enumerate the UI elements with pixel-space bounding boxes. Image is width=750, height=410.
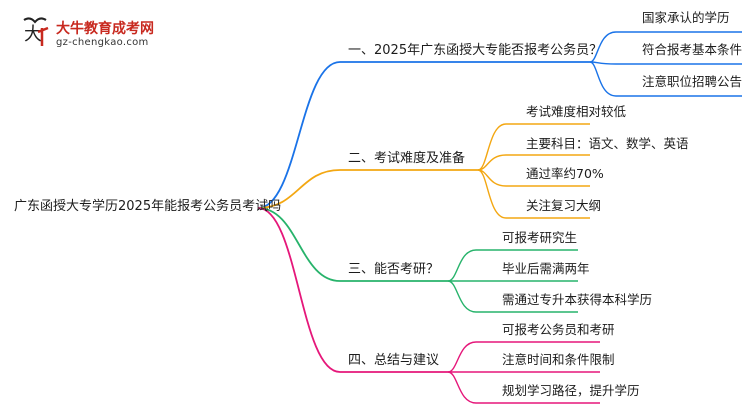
branch-4-label: 四、总结与建议 (348, 353, 440, 368)
branch-3-connector (257, 207, 448, 282)
root-topic: 广东函授大专学历2025年能报考公务员考试吗 (14, 199, 282, 214)
branch-2-label: 二、考试难度及准备 (348, 151, 466, 166)
leaf-3-1-connector (447, 249, 578, 282)
leaf-2-2: 主要科目：语文、数学、英语 (526, 136, 689, 151)
leaf-1-1-connector (589, 31, 742, 63)
leaf-1-3: 注意职位招聘公告 (642, 74, 743, 89)
svg-text:大: 大 (24, 24, 42, 45)
leaf-3-3-connector (447, 280, 578, 313)
branch-4-connector (257, 207, 448, 373)
leaf-3-3: 需通过专升本获得本科学历 (502, 292, 653, 307)
branch-3-label: 三、能否考研？ (348, 262, 440, 277)
logo-url: gz-chengkao.com (56, 37, 149, 48)
leaf-2-1-connector (477, 123, 590, 171)
leaf-2-2-connector (477, 154, 590, 171)
leaf-3-2: 毕业后需满两年 (502, 261, 590, 276)
leaf-4-2: 注意时间和条件限制 (502, 352, 615, 367)
leaf-4-3-connector (447, 371, 600, 404)
site-logo: 大 大牛教育成考网 gz-chengkao.com (14, 12, 174, 54)
leaf-4-1: 可报考公务员和考研 (502, 322, 615, 337)
bull-logo-icon: 大 (23, 17, 49, 46)
leaf-1-2: 符合报考基本条件 (642, 42, 743, 57)
leaf-2-4-connector (477, 169, 590, 219)
logo-name: 大牛教育成考网 (56, 21, 154, 37)
branch-1-connector (257, 61, 590, 209)
leaf-3-1: 可报考研究生 (502, 230, 578, 245)
leaf-4-1-connector (447, 341, 600, 373)
branch-2-connector (257, 169, 478, 209)
branch-1-label: 一、2025年广东函授大专能否报考公务员？ (348, 43, 603, 58)
leaf-2-3: 通过率约70% (526, 166, 604, 181)
leaf-4-3: 规划学习路径，提升学历 (502, 383, 640, 398)
leaf-1-2-connector (589, 61, 742, 65)
leaf-2-4: 关注复习大纲 (526, 198, 602, 213)
leaf-1-1: 国家承认的学历 (642, 10, 730, 25)
leaf-1-3-connector (589, 61, 742, 97)
leaf-2-1: 考试难度相对较低 (526, 104, 627, 119)
